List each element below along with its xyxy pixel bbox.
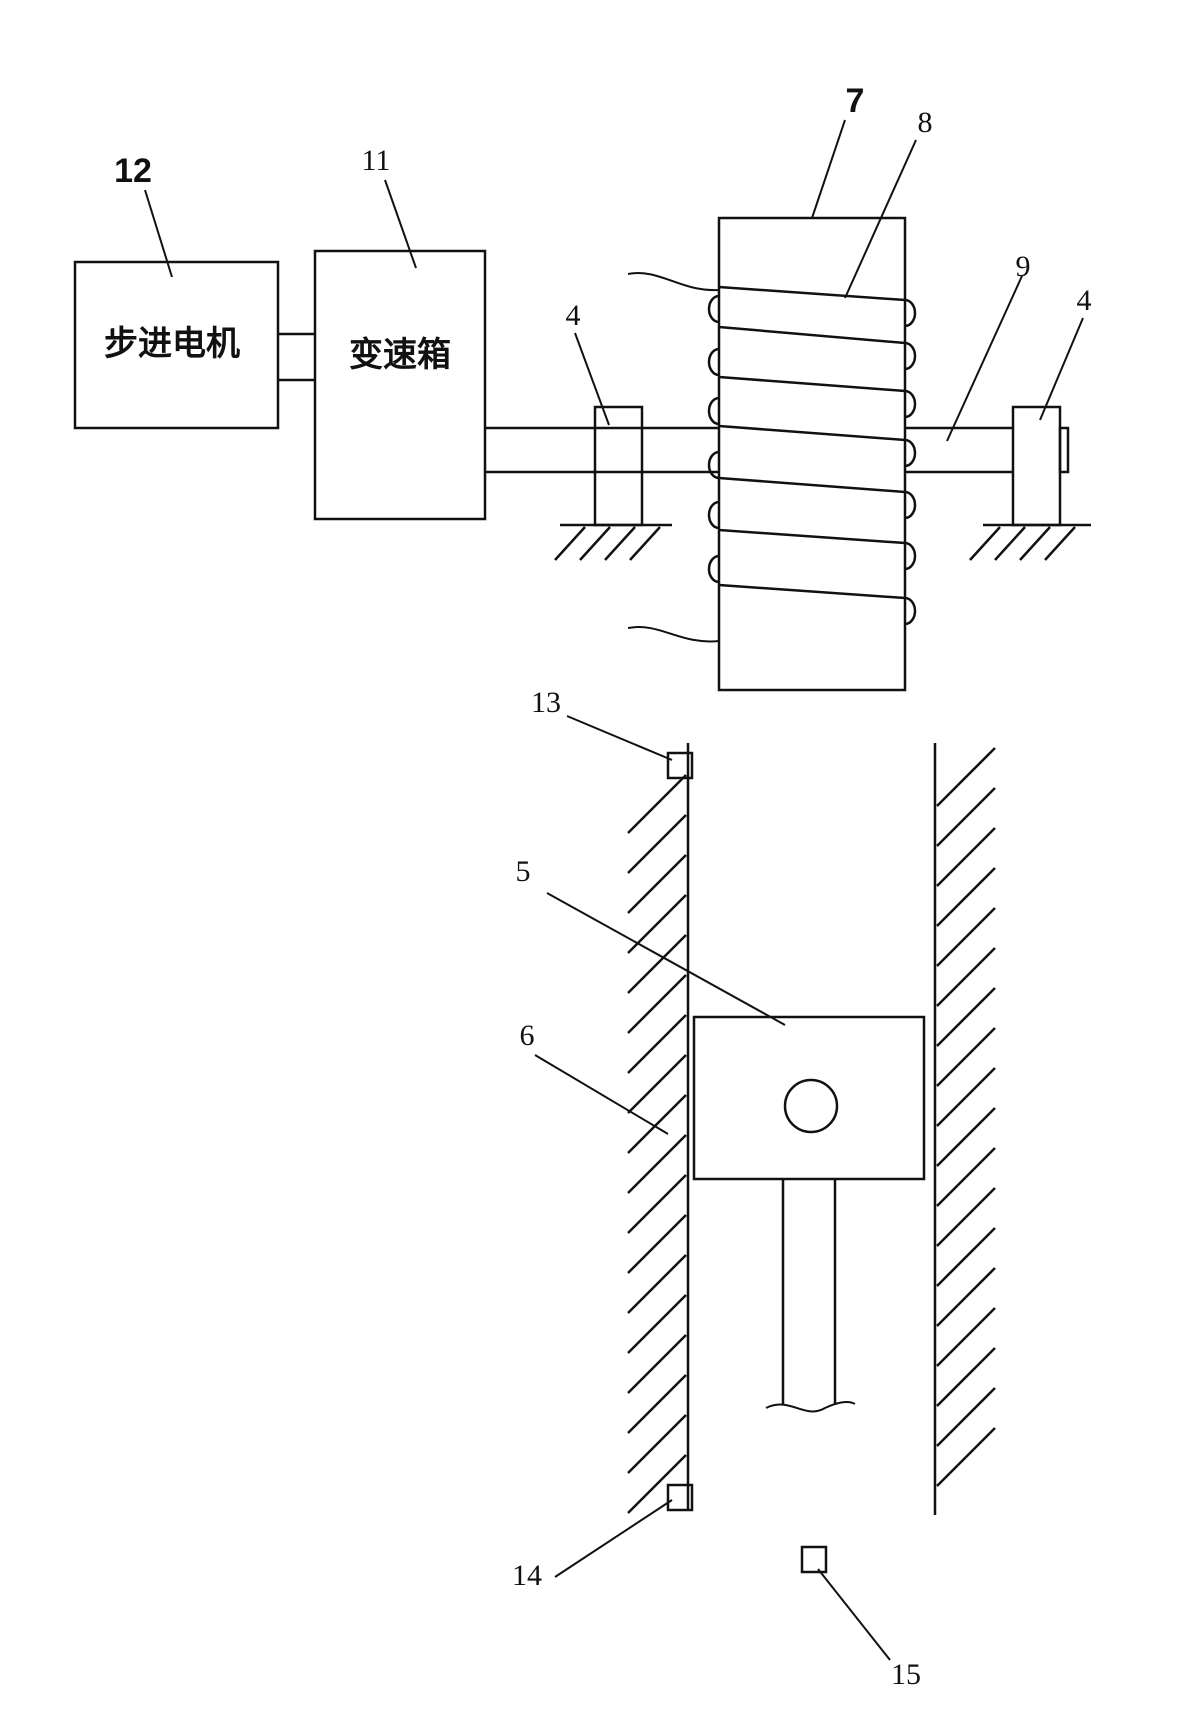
wall-hatch-right [936, 747, 996, 1487]
rod [765, 1179, 856, 1413]
gearbox: 变速箱 [313, 249, 487, 521]
stepper-motor-label: 步进电机 [104, 324, 240, 364]
label-9: 9 [1016, 250, 1031, 283]
label-5: 5 [516, 855, 531, 888]
motor-gearbox-coupling [278, 332, 315, 382]
label-15: 15 [891, 1658, 921, 1691]
label-7: 7 [846, 82, 865, 120]
coil-winding [627, 272, 917, 643]
wall-hatch-left [627, 774, 687, 1514]
leader-lines [144, 119, 1084, 1661]
bearing-support-left [554, 405, 672, 561]
channel-wall-left [627, 743, 690, 1514]
stepper-motor: 步进电机 [73, 260, 280, 430]
label-8: 8 [918, 106, 933, 139]
label-4-right: 4 [1077, 284, 1092, 317]
channel-wall-right [933, 743, 996, 1515]
ground-hatch-left [554, 526, 661, 561]
shaft [485, 426, 1070, 474]
sensor-14 [666, 1483, 694, 1512]
label-14: 14 [512, 1559, 542, 1592]
label-11: 11 [362, 144, 391, 177]
gearbox-label: 变速箱 [349, 335, 451, 375]
label-6: 6 [520, 1019, 535, 1052]
sensor-15 [800, 1545, 828, 1574]
sensor-13 [666, 751, 694, 780]
label-13: 13 [531, 686, 561, 719]
bearing-support-right [969, 405, 1091, 561]
ground-hatch-right [969, 526, 1076, 561]
label-4-left: 4 [566, 299, 581, 332]
label-12: 12 [114, 152, 152, 190]
sliding-block [692, 1015, 926, 1181]
